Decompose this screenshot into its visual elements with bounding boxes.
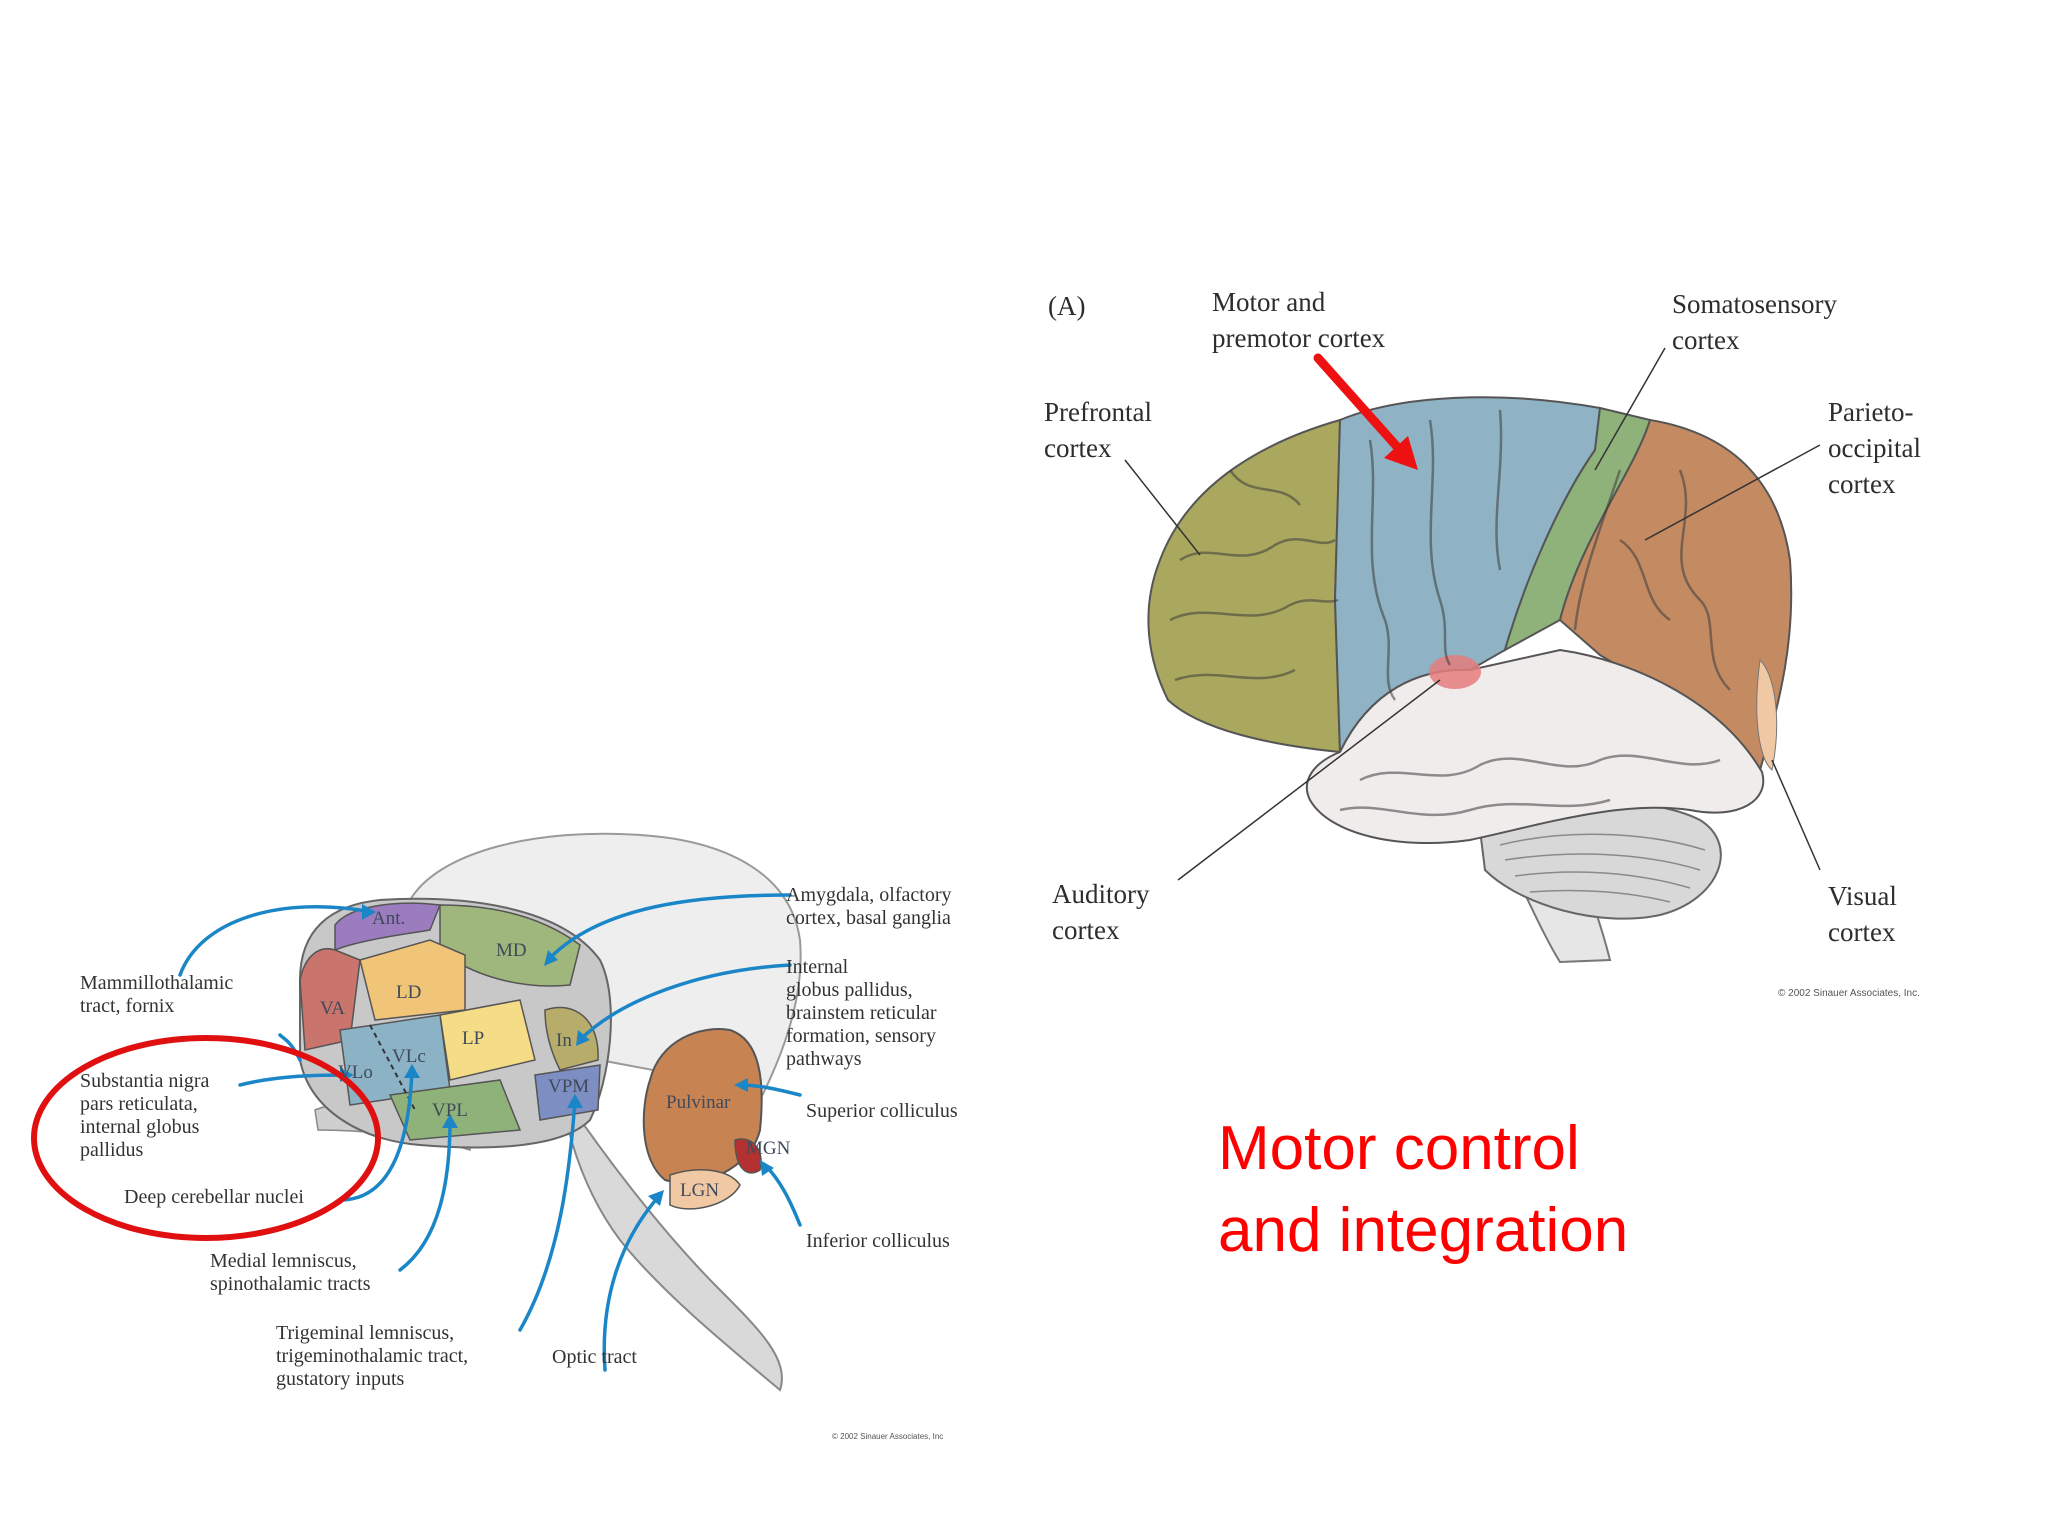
cortex-copyright: © 2002 Sinauer Associates, Inc. bbox=[1778, 988, 1920, 999]
substantia-nigra-label: Substantia nigra pars reticulata, intern… bbox=[80, 1070, 210, 1161]
deep-cerebellar-label: Deep cerebellar nuclei bbox=[124, 1186, 304, 1208]
nucleus-md-label: MD bbox=[496, 940, 527, 961]
nucleus-in-label: In bbox=[556, 1030, 572, 1051]
thalamus-brainstem bbox=[559, 1089, 783, 1392]
prefrontal-cortex-label: Prefrontal cortex bbox=[1044, 397, 1152, 463]
auditory-region bbox=[1429, 655, 1481, 689]
nucleus-lgn-label: LGN bbox=[680, 1180, 720, 1201]
nucleus-lp-shape bbox=[439, 999, 536, 1081]
motor-cortex-label: Motor and premotor cortex bbox=[1212, 287, 1386, 353]
caption-line-1: Motor control bbox=[1218, 1114, 1580, 1183]
nucleus-lgn-shape bbox=[669, 1169, 741, 1210]
cortex-figure bbox=[1124, 347, 1821, 964]
nucleus-vlc-label: VLc bbox=[392, 1046, 426, 1067]
nucleus-mgn-label: MGN bbox=[746, 1138, 791, 1159]
nucleus-pulvinar-label: Pulvinar bbox=[666, 1092, 731, 1113]
medial-lemniscus-label: Medial lemniscus, spinothalamic tracts bbox=[210, 1250, 371, 1295]
nucleus-in-shape bbox=[544, 1006, 599, 1071]
panel-label: (A) bbox=[1048, 291, 1086, 321]
prefrontal-region bbox=[1147, 418, 1342, 754]
nucleus-vpl-shape bbox=[388, 1079, 522, 1141]
thalamus-figure bbox=[31, 832, 802, 1392]
nucleus-vlo-label: VLo bbox=[338, 1062, 373, 1083]
parieto-occipital-cortex-label: Parieto- occipital cortex bbox=[1828, 397, 1921, 499]
nucleus-va-shape bbox=[299, 948, 361, 1051]
caption-line-2: and integration bbox=[1218, 1196, 1629, 1265]
somatosensory-cortex-label: Somatosensory cortex bbox=[1672, 289, 1837, 355]
nucleus-ant-label: Ant. bbox=[372, 908, 406, 929]
highlight-circle bbox=[31, 1035, 381, 1241]
thalamus-copyright: © 2002 Sinauer Associates, Inc bbox=[832, 1432, 944, 1441]
optic-tract-label: Optic tract bbox=[552, 1346, 637, 1368]
nucleus-mgn-shape bbox=[734, 1138, 762, 1174]
superior-colliculus-label: Superior colliculus bbox=[806, 1100, 958, 1122]
visual-region bbox=[1756, 658, 1778, 771]
amygdala-label: Amygdala, olfactory cortex, basal gangli… bbox=[786, 884, 952, 929]
inferior-colliculus-label: Inferior colliculus bbox=[806, 1230, 950, 1252]
nucleus-vpm-label: VPM bbox=[548, 1076, 590, 1097]
nucleus-vpm-shape bbox=[534, 1064, 601, 1121]
slide-caption: Motor control and integration bbox=[1218, 1108, 1628, 1272]
internal-gp-label: Internal globus pallidus, brainstem reti… bbox=[786, 956, 937, 1070]
auditory-cortex-label: Auditory cortex bbox=[1052, 879, 1150, 945]
motor-pointer-arrow-icon bbox=[1313, 353, 1418, 470]
nucleus-ld-shape bbox=[359, 939, 466, 1021]
nucleus-vpl-label: VPL bbox=[432, 1100, 468, 1121]
visual-cortex-label: Visual cortex bbox=[1828, 881, 1897, 947]
nucleus-ld-label: LD bbox=[396, 982, 422, 1003]
nucleus-pulvinar-shape bbox=[642, 1028, 763, 1184]
trigeminal-label: Trigeminal lemniscus, trigeminothalamic … bbox=[276, 1322, 469, 1390]
nucleus-va-label: VA bbox=[320, 998, 345, 1019]
nucleus-md-shape bbox=[439, 904, 581, 987]
nucleus-lp-label: LP bbox=[462, 1028, 485, 1049]
mammillothalamic-label: Mammillothalamic tract, fornix bbox=[80, 972, 234, 1017]
